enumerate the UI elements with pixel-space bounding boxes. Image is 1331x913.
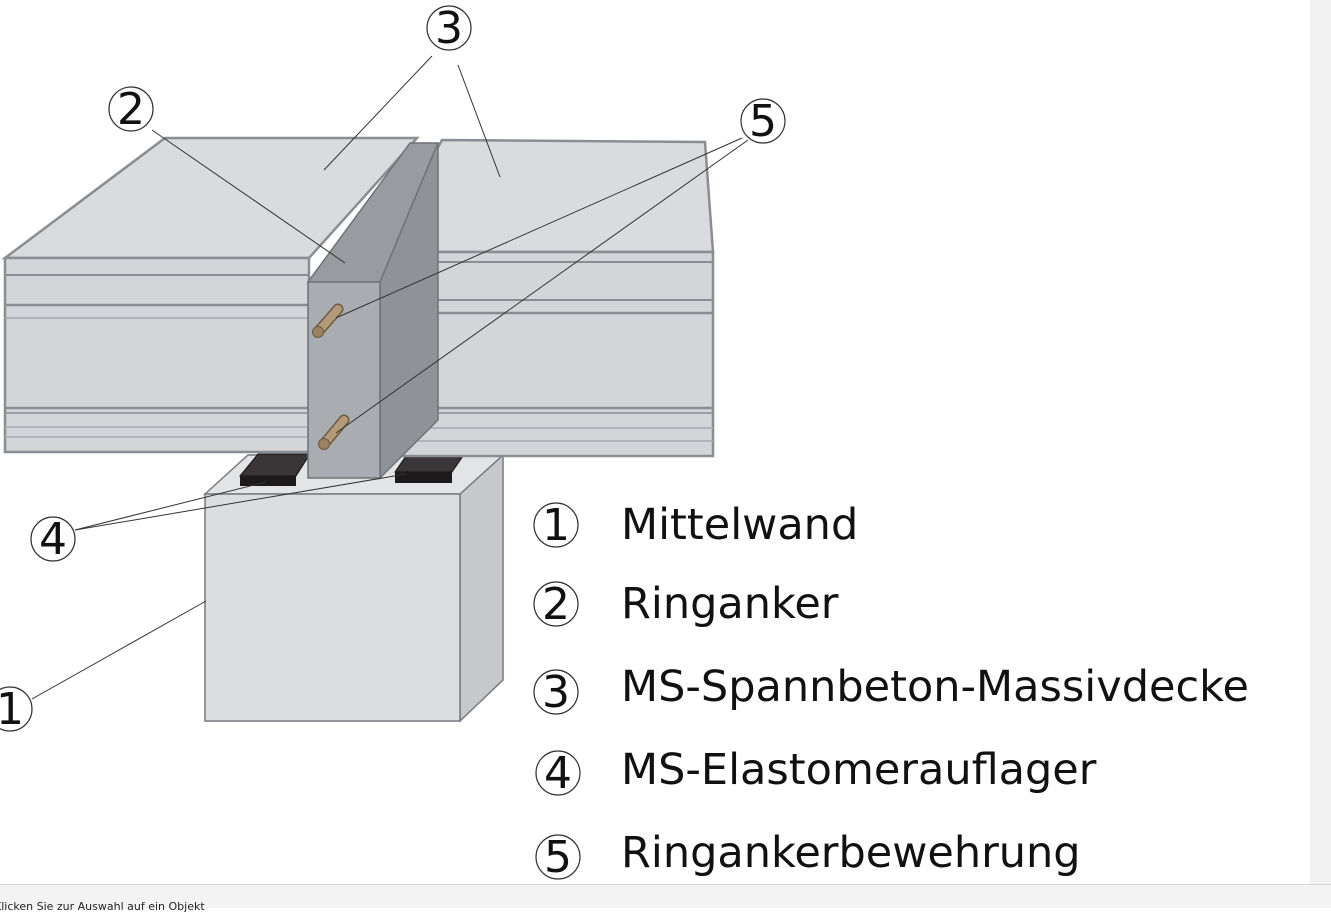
ring-anchor bbox=[306, 142, 440, 480]
svg-text:5: 5 bbox=[544, 832, 572, 883]
legend-label-ring-anchor: Ringanker bbox=[621, 579, 839, 629]
legend-marker-4: 4 bbox=[535, 748, 581, 799]
callout-5: 5 bbox=[740, 96, 786, 147]
leader-lines bbox=[31, 55, 749, 700]
ceiling-joint-diagram: 3 2 5 4 1 1 2 3 4 5 bbox=[0, 3, 786, 883]
callout-1: 1 bbox=[0, 684, 33, 735]
legend-marker-2: 2 bbox=[533, 579, 579, 630]
legend-label-ring-anchor-reinforcement: Ringankerbewehrung bbox=[621, 828, 1081, 878]
svg-text:2: 2 bbox=[542, 579, 570, 630]
legend-marker-5: 5 bbox=[535, 832, 581, 883]
scroll-area-edge[interactable] bbox=[1310, 0, 1331, 884]
svg-text:1: 1 bbox=[0, 684, 24, 735]
svg-text:4: 4 bbox=[544, 748, 572, 799]
callout-3: 3 bbox=[426, 3, 472, 54]
svg-text:2: 2 bbox=[117, 84, 145, 135]
legend-label-middle-wall: Mittelwand bbox=[621, 500, 859, 550]
rebar-lower bbox=[318, 414, 350, 450]
legend-label-prestressed-ceiling: MS-Spannbeton-Massivdecke bbox=[621, 662, 1249, 712]
svg-text:3: 3 bbox=[542, 667, 570, 718]
legend-marker-1: 1 bbox=[533, 500, 579, 551]
legend-label-elastomer-bearing: MS-Elastomerauflager bbox=[621, 745, 1097, 795]
callout-2: 2 bbox=[108, 84, 154, 135]
svg-text:3: 3 bbox=[435, 3, 463, 54]
status-bar: Klicken Sie zur Auswahl auf ein Objekt bbox=[0, 884, 1331, 913]
rebar-upper bbox=[312, 303, 344, 338]
callout-4: 4 bbox=[30, 514, 76, 565]
legend-marker-3: 3 bbox=[533, 667, 579, 718]
ceiling-slab-left bbox=[1, 136, 420, 454]
svg-text:5: 5 bbox=[749, 96, 777, 147]
svg-text:4: 4 bbox=[39, 514, 67, 565]
middle-wall bbox=[203, 453, 505, 723]
svg-text:1: 1 bbox=[542, 500, 570, 551]
